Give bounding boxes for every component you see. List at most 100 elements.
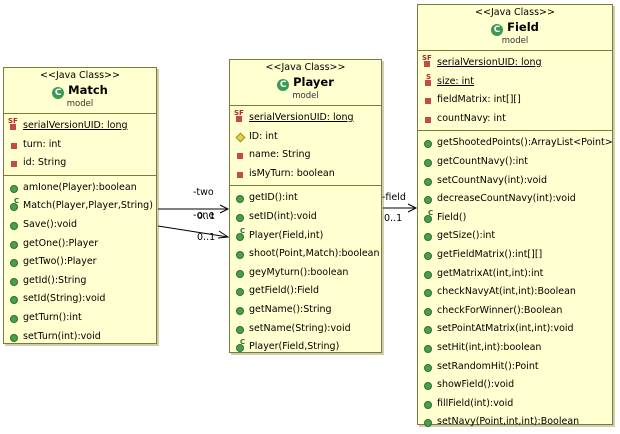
method-row[interactable]: setRandomHit():Point <box>418 358 612 377</box>
method-row[interactable]: getCountNavy():int <box>418 153 612 172</box>
method-row[interactable]: setHit(int,int):boolean <box>418 339 612 358</box>
public-method-icon <box>424 363 432 372</box>
public-method-icon <box>236 269 244 278</box>
attribute-row[interactable]: ID: int <box>230 128 381 147</box>
method-row[interactable]: showField():void <box>418 376 612 395</box>
class-field-stereotype: <<Java Class>> <box>475 7 555 18</box>
private-field-icon <box>237 153 243 160</box>
public-method-icon <box>424 251 432 260</box>
method-row[interactable]: setID(int):void <box>230 208 381 227</box>
public-method-icon <box>236 251 244 260</box>
method-row[interactable]: setPointAtMatrix(int,int):void <box>418 320 612 339</box>
method-row[interactable]: getOne():Player <box>4 235 156 254</box>
public-method-icon <box>424 344 432 353</box>
method-row[interactable]: checkForWinner():Boolean <box>418 302 612 321</box>
method-row[interactable]: getField():Field <box>230 282 381 301</box>
class-icon: C <box>52 87 65 99</box>
public-method-icon <box>10 184 18 193</box>
public-method-icon <box>424 419 432 428</box>
class-match-package: model <box>66 99 94 109</box>
method-row[interactable]: Save():void <box>4 216 156 235</box>
private-field-icon <box>11 161 17 168</box>
method-row[interactable]: fillField(int):void <box>418 395 612 414</box>
class-player-name: Player <box>293 75 334 89</box>
public-method-icon <box>424 233 432 242</box>
label-field-role: -field <box>382 192 406 203</box>
method-row[interactable]: setName(String):void <box>230 320 381 339</box>
public-method-icon <box>10 333 18 342</box>
public-method-icon <box>424 400 432 409</box>
class-match-stereotype: <<Java Class>> <box>40 70 120 81</box>
constructor-icon: C <box>236 227 245 241</box>
method-row[interactable]: getTwo():Player <box>4 253 156 272</box>
method-row[interactable]: geyMyturn():boolean <box>230 264 381 283</box>
public-method-icon <box>424 307 432 316</box>
attribute-row[interactable]: countNavy: int <box>418 110 612 129</box>
public-method-icon <box>236 306 244 315</box>
class-field-methods: getShootedPoints():ArrayList<Point> getC… <box>418 131 613 434</box>
private-field-icon <box>425 98 431 105</box>
public-method-icon <box>424 196 432 205</box>
attribute-row[interactable]: id: String <box>4 154 156 173</box>
constructor-icon: C <box>10 197 19 212</box>
method-row[interactable]: checkNavyAt(int,int):Boolean <box>418 283 612 302</box>
method-row[interactable]: setCountNavy(int):void <box>418 172 612 191</box>
constructor-icon: C <box>424 209 433 223</box>
method-row[interactable]: amIone(Player):boolean <box>4 179 156 198</box>
method-row[interactable]: getID():int <box>230 189 381 208</box>
method-row[interactable]: getFieldMatrix():int[][] <box>418 246 612 265</box>
public-method-icon <box>424 158 432 167</box>
public-method-icon <box>10 259 18 268</box>
class-player-stereotype: <<Java Class>> <box>265 62 346 73</box>
public-method-icon <box>10 221 18 230</box>
method-row[interactable]: shoot(Point,Match):boolean <box>230 245 381 264</box>
class-player-package: model <box>292 91 319 101</box>
association-one-line <box>157 225 229 238</box>
public-method-icon <box>236 325 244 334</box>
method-row[interactable]: getShootedPoints():ArrayList<Point> <box>418 134 613 153</box>
label-player-mult-top: 0..1 <box>197 211 216 222</box>
attribute-row[interactable]: fieldMatrix: int[][] <box>418 91 612 110</box>
public-method-icon <box>236 195 244 204</box>
method-row[interactable]: getMatrixAt(int,int):int <box>418 265 612 284</box>
method-row[interactable]: setId(String):void <box>4 290 156 309</box>
method-row[interactable]: getName():String <box>230 301 381 320</box>
public-method-icon <box>424 326 432 335</box>
method-row[interactable]: getTurn():int <box>4 309 156 328</box>
public-method-icon <box>424 140 432 149</box>
attribute-row[interactable]: isMyTurn: boolean <box>230 165 381 184</box>
method-row[interactable]: setTurn(int):void <box>4 328 156 347</box>
method-row[interactable]: decreaseCountNavy(int):void <box>418 190 612 209</box>
public-method-icon <box>424 289 432 298</box>
class-icon: C <box>491 24 504 36</box>
label-field-mult: 0..1 <box>384 213 403 224</box>
label-player-mult-bottom: 0..1 <box>197 232 216 243</box>
attribute-row[interactable]: turn: int <box>4 136 156 155</box>
association-field-arrowhead <box>407 203 418 213</box>
method-row[interactable]: getSize():int <box>418 227 612 246</box>
attribute-row[interactable]: name: String <box>230 146 381 165</box>
public-method-icon <box>236 213 244 222</box>
method-row[interactable]: getId():String <box>4 272 156 291</box>
method-row[interactable]: setNavy(Point,int,int):Boolean <box>418 413 612 432</box>
